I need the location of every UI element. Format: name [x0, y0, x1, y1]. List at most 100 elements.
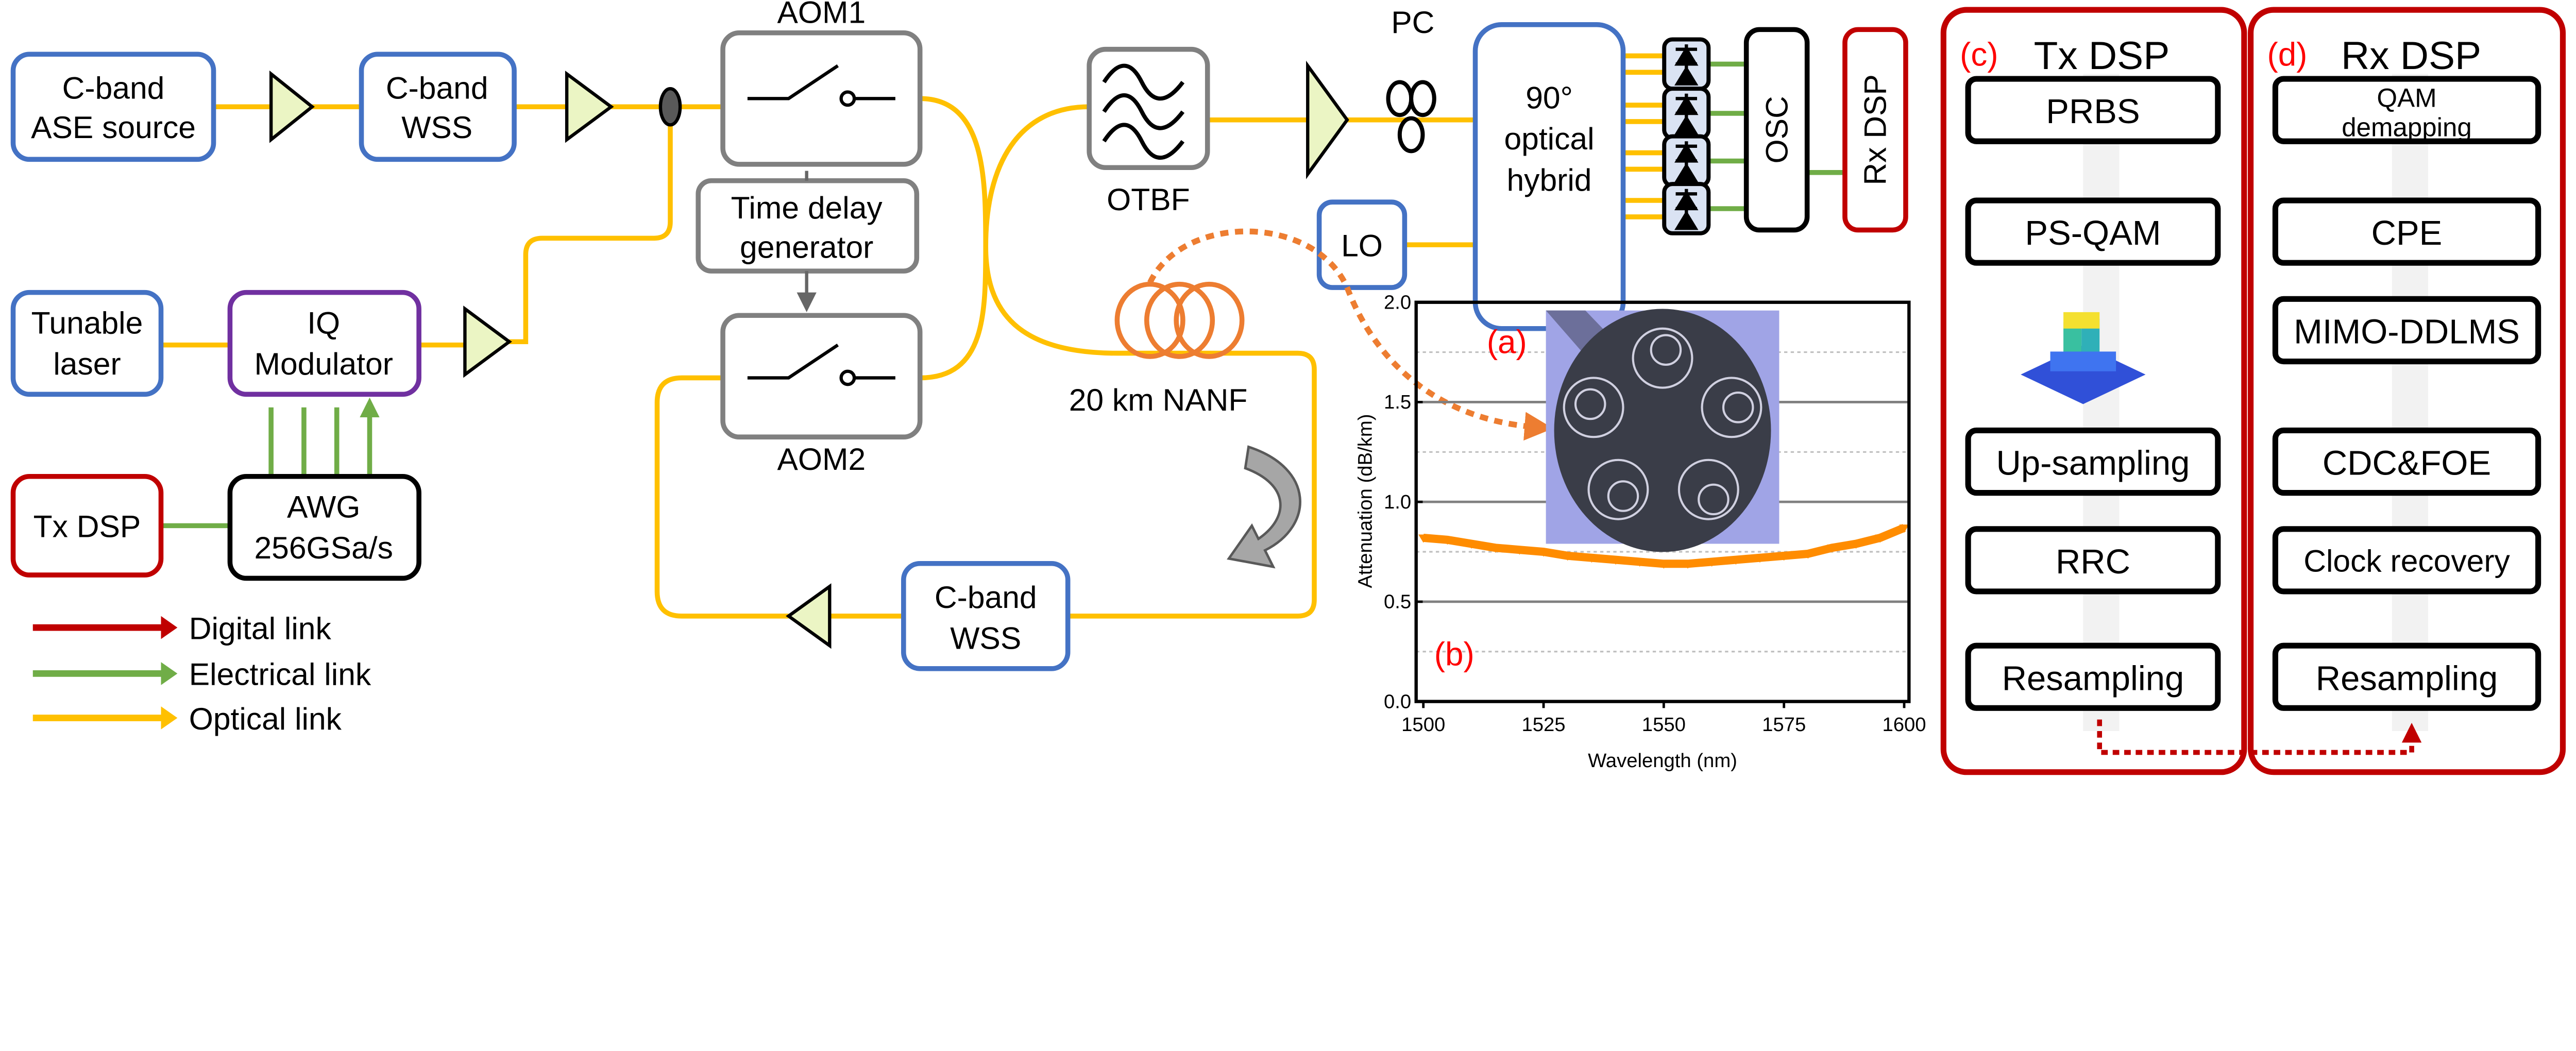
photodiode-icon: [1662, 87, 1711, 140]
tunable-laser-box: Tunable laser: [10, 290, 164, 397]
legend-digital: Digital link: [32, 611, 332, 646]
data-point: [1635, 558, 1645, 567]
aom1-label: AOM1: [777, 0, 866, 30]
svg-text:Time delay: Time delay: [731, 190, 883, 225]
y-tick-label: 0.5: [1384, 591, 1411, 613]
svg-text:C-band: C-band: [935, 580, 1037, 615]
svg-text:OSC: OSC: [1759, 96, 1794, 163]
svg-text:IQ: IQ: [307, 305, 340, 340]
wss-bottom-box: C-band WSS: [901, 561, 1071, 671]
x-tick-label: 1550: [1642, 714, 1686, 736]
data-point: [1683, 560, 1693, 569]
data-point: [1418, 534, 1429, 543]
data-point: [1827, 544, 1837, 553]
data-point: [1586, 554, 1597, 563]
svg-text:Resampling: Resampling: [2316, 659, 2498, 698]
data-point: [1707, 558, 1717, 567]
x-tick-label: 1600: [1882, 714, 1926, 736]
svg-text:LO: LO: [1341, 228, 1383, 263]
data-point: [1899, 524, 1909, 533]
data-point: [1611, 556, 1621, 565]
photodiode-icon: [1662, 134, 1711, 188]
oscilloscope-box: OSC: [1743, 27, 1810, 233]
svg-text:Modulator: Modulator: [254, 346, 393, 381]
amplifier-icon: [269, 70, 315, 143]
rx-step-clock-recovery: Clock recovery: [2272, 526, 2541, 595]
svg-text:AWG: AWG: [287, 489, 360, 524]
data-point: [1514, 546, 1524, 555]
time-delay-generator-box: Time delay generator: [696, 171, 920, 302]
tx-step-rrc: RRC: [1965, 526, 2221, 595]
panel-label-a: (a): [1487, 324, 1527, 361]
awg-box: AWG 256GSa/s: [227, 473, 421, 581]
data-point: [1490, 544, 1501, 553]
tx-step-ps-qam: PS-QAM: [1965, 197, 2221, 266]
data-point: [1779, 552, 1789, 561]
wss-top-box: C-band WSS: [359, 52, 517, 162]
x-tick-label: 1500: [1401, 714, 1445, 736]
system-diagram: C-band ASE source C-band WSS AOM1 Time d…: [10, 0, 2566, 775]
data-point: [1658, 560, 1669, 569]
svg-text:C-band: C-band: [62, 70, 165, 105]
polarization-controller-icon: [1386, 80, 1436, 154]
legend: Digital link Electrical link Optical lin…: [32, 611, 371, 736]
ase-source-box: C-band ASE source: [10, 52, 216, 162]
svg-text:demapping: demapping: [2342, 113, 2471, 142]
svg-text:ASE source: ASE source: [31, 110, 196, 145]
svg-text:RRC: RRC: [2056, 543, 2130, 581]
rx-dsp-block: Rx DSP: [1842, 27, 1908, 233]
fiber-cross-section-image: [1546, 309, 1780, 552]
svg-text:PS-QAM: PS-QAM: [2025, 214, 2161, 252]
svg-text:PRBS: PRBS: [2046, 92, 2140, 131]
photodiode-icon: [1662, 182, 1711, 235]
svg-text:WSS: WSS: [401, 110, 472, 145]
tx-step-resampling: Resampling: [1965, 642, 2221, 711]
tx-step-prbs: PRBS: [1965, 76, 2221, 144]
legend-optical: Optical link: [32, 701, 342, 736]
panel-label-c: (c): [1960, 36, 1998, 73]
svg-text:Optical link: Optical link: [189, 701, 342, 736]
svg-text:generator: generator: [740, 230, 873, 265]
svg-text:QAM: QAM: [2377, 83, 2436, 112]
amplifier-icon: [565, 71, 614, 143]
otbf-label: OTBF: [1107, 182, 1190, 217]
tx-dsp-block: Tx DSP: [10, 473, 164, 578]
data-point: [1875, 534, 1885, 543]
tx-dsp-panel: (c) Tx DSP PRBS PS-QAM Up-sampling RRC R…: [1940, 7, 2247, 775]
data-point: [1538, 548, 1549, 557]
optical-hybrid-box: 90° optical hybrid: [1472, 22, 1626, 331]
svg-text:Tx DSP: Tx DSP: [33, 509, 141, 544]
y-tick-label: 0.0: [1384, 690, 1411, 713]
aom2-switch-box: [720, 313, 923, 439]
svg-text:90°: 90°: [1526, 80, 1573, 115]
svg-text:Up-sampling: Up-sampling: [1996, 444, 2190, 483]
aom2-label: AOM2: [777, 442, 866, 477]
rx-step-mimo-ddlms: MIMO-DDLMS: [2272, 296, 2541, 365]
data-point: [1755, 554, 1765, 563]
fiber-label: 20 km NANF: [1069, 382, 1248, 417]
x-axis-label: Wavelength (nm): [1588, 750, 1737, 772]
photodiodes: [1662, 37, 1711, 235]
svg-text:Clock recovery: Clock recovery: [2303, 544, 2510, 579]
aom1-switch-box: [720, 30, 923, 167]
x-tick-label: 1575: [1762, 714, 1806, 736]
coupler-icon: [658, 87, 682, 127]
y-tick-label: 2.0: [1384, 291, 1411, 313]
amplifier-icon: [463, 306, 512, 378]
svg-text:Tunable: Tunable: [31, 305, 143, 340]
photodiode-icon: [1662, 37, 1711, 91]
amplifier-icon: [1306, 60, 1349, 179]
svg-text:256GSa/s: 256GSa/s: [254, 530, 393, 565]
pc-label: PC: [1391, 5, 1434, 40]
data-point: [1851, 540, 1861, 549]
tx-dsp-title: Tx DSP: [2034, 34, 2170, 78]
lo-box: LO: [1316, 199, 1408, 290]
svg-text:Digital link: Digital link: [189, 611, 332, 646]
svg-text:optical: optical: [1504, 121, 1594, 156]
svg-text:CPE: CPE: [2371, 214, 2443, 252]
data-point: [1442, 536, 1452, 545]
electrical-links: [161, 61, 1845, 529]
